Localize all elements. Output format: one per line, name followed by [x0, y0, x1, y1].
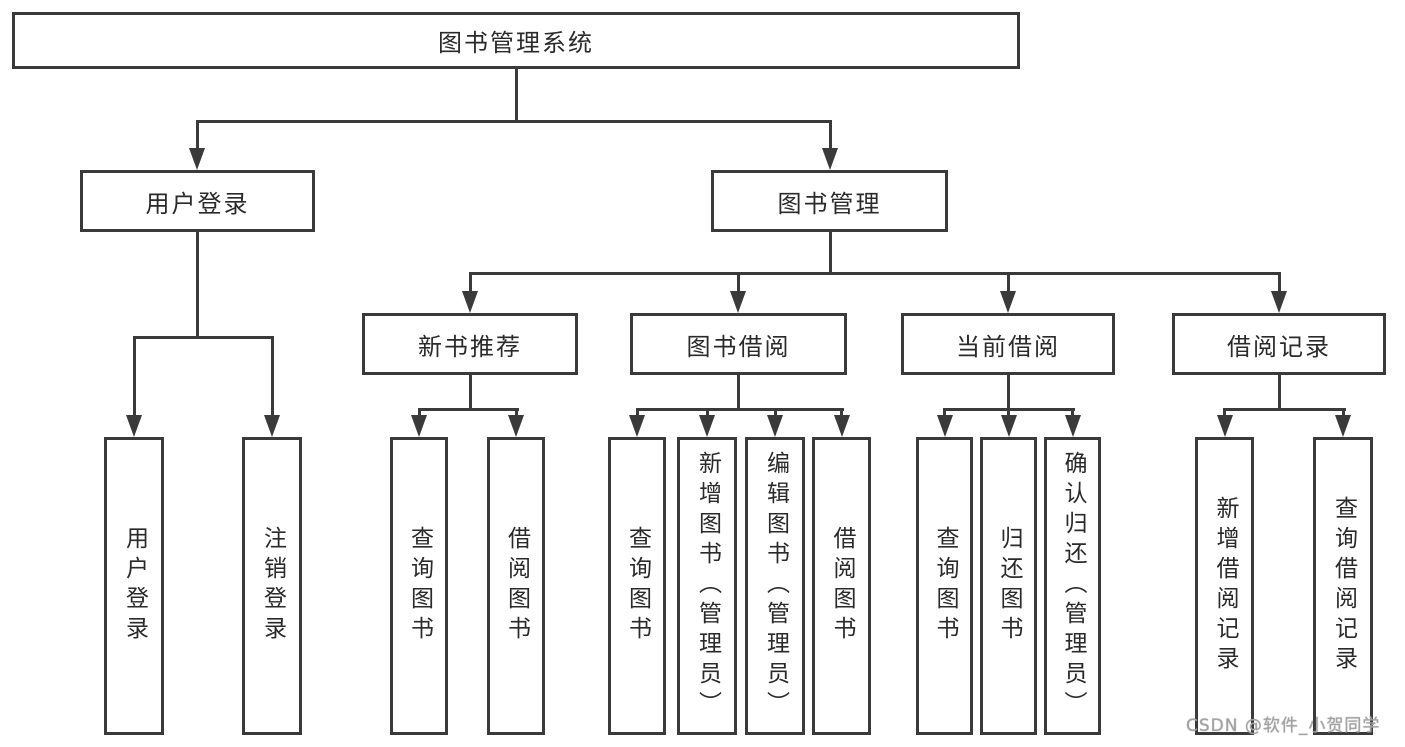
arrow-down-icon [411, 415, 427, 437]
node-leaf-borrow-books-1: 借阅图书 [487, 437, 545, 735]
arrow-down-icon [730, 291, 746, 313]
connector-line [1223, 408, 1346, 411]
node-label: 当前借阅 [956, 332, 1060, 361]
node-book-borrowing: 图书借阅 [630, 313, 847, 375]
node-leaf-query-borrow-record: 查询借阅记录 [1313, 437, 1373, 735]
arrow-down-icon [1271, 291, 1287, 313]
node-label: 借阅图书 [503, 526, 530, 646]
node-label: 用户登录 [145, 189, 250, 218]
arrow-down-icon [126, 415, 142, 437]
connector-line [132, 336, 136, 420]
node-leaf-query-books-3: 查询图书 [916, 437, 973, 735]
connector-line [635, 408, 844, 411]
node-label: 新增借阅记录 [1212, 496, 1238, 676]
arrow-down-icon [833, 415, 850, 437]
arrow-down-icon [822, 148, 838, 170]
connector-line [468, 372, 472, 410]
node-label: 用户登录 [121, 526, 148, 646]
node-leaf-confirm-return-admin: 确认归还（管理员） [1044, 437, 1101, 735]
node-label: 新书推荐 [418, 332, 522, 361]
arrow-down-icon [936, 415, 953, 437]
arrow-down-icon [508, 415, 524, 437]
arrow-down-icon [264, 415, 280, 437]
arrow-down-icon [189, 148, 205, 170]
node-label: 图书管理 [777, 189, 882, 218]
arrow-down-icon [1000, 415, 1017, 437]
node-leaf-query-books-2: 查询图书 [608, 437, 666, 735]
node-leaf-return-books: 归还图书 [980, 437, 1037, 735]
connector-line [270, 336, 274, 420]
node-leaf-add-borrow-record: 新增借阅记录 [1195, 437, 1254, 735]
node-leaf-add-books-admin: 新增图书（管理员） [677, 437, 737, 735]
connector-line [195, 229, 199, 339]
connector-line [195, 120, 199, 150]
node-label: 归还图书 [996, 526, 1022, 646]
csdn-watermark: CSDN @软件_小贺同学 [1186, 716, 1381, 736]
node-label: 注销登录 [259, 526, 286, 646]
node-label: 借阅记录 [1227, 332, 1331, 361]
node-label: 确认归还（管理员） [1060, 451, 1086, 721]
connector-line [1006, 272, 1010, 294]
arrow-down-icon [629, 415, 645, 437]
arrow-down-icon [1064, 415, 1081, 437]
node-leaf-borrow-books-2: 借阅图书 [812, 437, 871, 735]
node-leaf-logout: 注销登录 [242, 437, 302, 735]
arrow-down-icon [1216, 415, 1233, 437]
node-leaf-edit-books-admin: 编辑图书（管理员） [745, 437, 805, 735]
connector-line [514, 68, 518, 122]
arrow-down-icon [1000, 291, 1016, 313]
connector-line [1006, 372, 1010, 410]
node-book-management: 图书管理 [711, 170, 948, 232]
arrow-down-icon [1335, 415, 1351, 437]
node-label: 查询图书 [406, 526, 433, 646]
arrow-down-icon [767, 415, 783, 437]
arrow-down-icon [462, 291, 478, 313]
connector-line [828, 229, 832, 275]
node-label: 新增图书（管理员） [694, 451, 721, 721]
node-label: 图书借阅 [686, 332, 791, 361]
node-label: 借阅图书 [829, 526, 855, 646]
node-label: 查询图书 [624, 526, 651, 646]
node-leaf-user-login: 用户登录 [104, 437, 164, 735]
connector-line [828, 120, 832, 150]
node-label: 查询借阅记录 [1330, 496, 1357, 676]
node-current-borrowing: 当前借阅 [901, 313, 1115, 375]
connector-line [132, 336, 274, 339]
connector-line [1277, 272, 1281, 294]
connector-line [468, 272, 472, 294]
node-label: 查询图书 [932, 526, 958, 646]
node-new-book-recommendation: 新书推荐 [362, 313, 578, 375]
connector-line [468, 272, 1281, 275]
connector-line [195, 120, 832, 123]
node-label: 图书管理系统 [438, 29, 594, 57]
connector-line [736, 272, 740, 294]
node-borrowing-records: 借阅记录 [1172, 313, 1386, 375]
connector-line [736, 372, 740, 410]
arrow-down-icon [699, 415, 715, 437]
node-label: 编辑图书（管理员） [762, 451, 789, 721]
node-user-login: 用户登录 [80, 170, 315, 232]
node-leaf-query-books-1: 查询图书 [390, 437, 448, 735]
connector-line [1277, 372, 1281, 410]
node-library-management-system: 图书管理系统 [12, 12, 1020, 69]
connector-line [417, 408, 519, 411]
